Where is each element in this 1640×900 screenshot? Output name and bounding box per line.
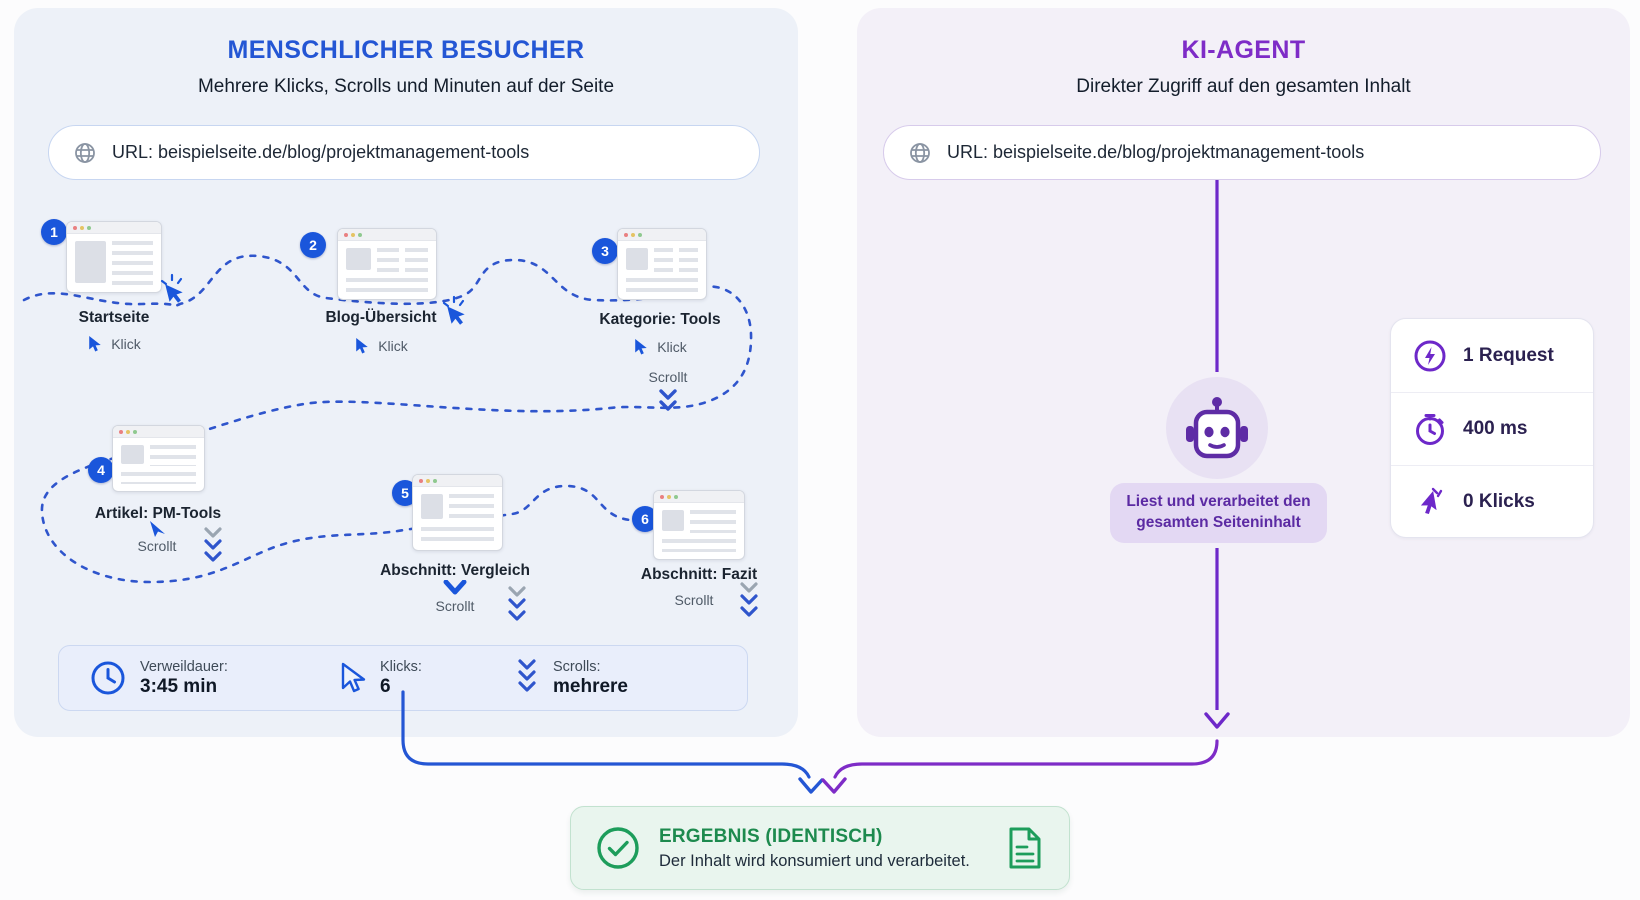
agent-url-text: URL: beispielseite.de/blog/projektmanage…: [947, 142, 1365, 162]
click-action: Klick: [87, 335, 141, 353]
scroll-action: Scrollt: [648, 369, 688, 385]
step-number-badge: 4: [88, 457, 114, 483]
scroll-chevrons-icon: [508, 586, 526, 621]
check-circle-icon: [597, 827, 639, 869]
cursor-icon: [356, 338, 368, 354]
stat-value: 1 Request: [1463, 344, 1554, 366]
step-title: Abschnitt: Vergleich: [380, 562, 530, 579]
stat-value: 0 Klicks: [1463, 491, 1535, 512]
scroll-action: Scrollt: [435, 598, 475, 614]
stat-request: 1 Request: [1391, 319, 1593, 392]
step-title: Kategorie: Tools: [599, 311, 721, 328]
step-title: Blog-Übersicht: [325, 309, 437, 326]
stat-verweildauer: Verweildauer: 3:45 min: [89, 646, 228, 710]
browser-window-thumbnail: [617, 228, 707, 300]
click-burst-cursor-icon: [160, 273, 183, 303]
agent-stats-card: 1 Request 400 ms 0 Klicks: [1390, 318, 1594, 538]
bolt-icon: [1414, 340, 1446, 371]
stat-label: Scrolls:: [553, 658, 601, 675]
scroll-chevrons-icon: [204, 527, 222, 562]
stat-label: Klicks:: [380, 658, 422, 675]
browser-window-thumbnail: [653, 490, 745, 560]
cursor-icon: [341, 662, 366, 693]
result-subtitle: Der Inhalt wird konsumiert und verarbeit…: [659, 851, 970, 870]
human-stats-bar: Verweildauer: 3:45 min Klicks: 6: [58, 645, 748, 711]
result-box: ERGEBNIS (IDENTISCH) Der Inhalt wird kon…: [570, 806, 1070, 890]
stat-value: 6: [380, 675, 391, 697]
document-icon: [1009, 827, 1041, 869]
agent-panel-title: KI-AGENT: [1181, 36, 1306, 64]
human-panel-subtitle: Mehrere Klicks, Scrolls und Minuten auf …: [197, 76, 615, 97]
browser-window-thumbnail: [66, 221, 162, 293]
click-burst-cursor-icon: [442, 295, 465, 325]
browser-window-thumbnail: [337, 228, 437, 300]
stat-klicks: 0 Klicks: [1391, 465, 1593, 538]
click-action: Klick: [633, 338, 687, 356]
scroll-action: Scrollt: [674, 592, 714, 608]
stat-label: Verweildauer:: [140, 658, 228, 675]
step-number-badge: 2: [300, 232, 326, 258]
step-title: Abschnitt: Fazit: [640, 566, 758, 583]
step-title: Startseite: [78, 309, 150, 326]
agent-url-bar: URL: beispielseite.de/blog/projektmanage…: [883, 125, 1601, 180]
agent-panel: KI-AGENT Direkter Zugriff auf den gesamt…: [857, 8, 1630, 737]
click-action: Klick: [354, 337, 408, 355]
human-panel-title: MENSCHLICHER BESUCHER: [227, 36, 585, 64]
step-number-badge: 1: [41, 219, 67, 245]
human-url-bar: URL: beispielseite.de/blog/projektmanage…: [48, 125, 760, 180]
globe-icon: [75, 142, 95, 163]
chevron-down-bold-icon: [443, 580, 467, 595]
stat-value: mehrere: [553, 675, 628, 697]
step-title: Artikel: PM-Tools: [94, 505, 222, 522]
scroll-chevrons-icon: [518, 659, 536, 692]
robot-avatar: [1166, 377, 1268, 479]
step-number-badge: 3: [592, 238, 618, 264]
human-url-text: URL: beispielseite.de/blog/projektmanage…: [112, 142, 530, 162]
cursor-down-icon: [150, 521, 165, 537]
clock-icon: [91, 661, 125, 695]
no-click-icon: [1420, 487, 1443, 515]
stat-klicks: Klicks: 6: [339, 646, 422, 710]
result-text-block: ERGEBNIS (IDENTISCH) Der Inhalt wird kon…: [659, 826, 985, 871]
agent-panel-subtitle: Direkter Zugriff auf den gesamten Inhalt: [1076, 76, 1411, 97]
result-title: ERGEBNIS (IDENTISCH): [659, 825, 883, 847]
robot-icon: [1186, 397, 1248, 459]
cursor-icon: [89, 336, 101, 352]
stat-value: 400 ms: [1463, 418, 1528, 439]
stat-time: 400 ms: [1391, 392, 1593, 465]
stopwatch-icon: [1416, 414, 1444, 445]
human-panel: MENSCHLICHER BESUCHER Mehrere Klicks, Sc…: [14, 8, 798, 737]
browser-window-thumbnail: [412, 474, 503, 551]
stat-value: 3:45 min: [140, 675, 218, 697]
scroll-chevrons-icon: [659, 389, 677, 411]
cursor-icon: [635, 339, 647, 355]
scroll-chevrons-icon: [740, 582, 758, 617]
agent-note: Liest und verarbeitet den gesamten Seite…: [1110, 483, 1327, 543]
globe-icon: [910, 142, 930, 163]
stat-scrolls: Scrolls: mehrere: [514, 646, 628, 710]
browser-window-thumbnail: [112, 425, 205, 492]
scroll-action: Scrollt: [137, 538, 177, 554]
